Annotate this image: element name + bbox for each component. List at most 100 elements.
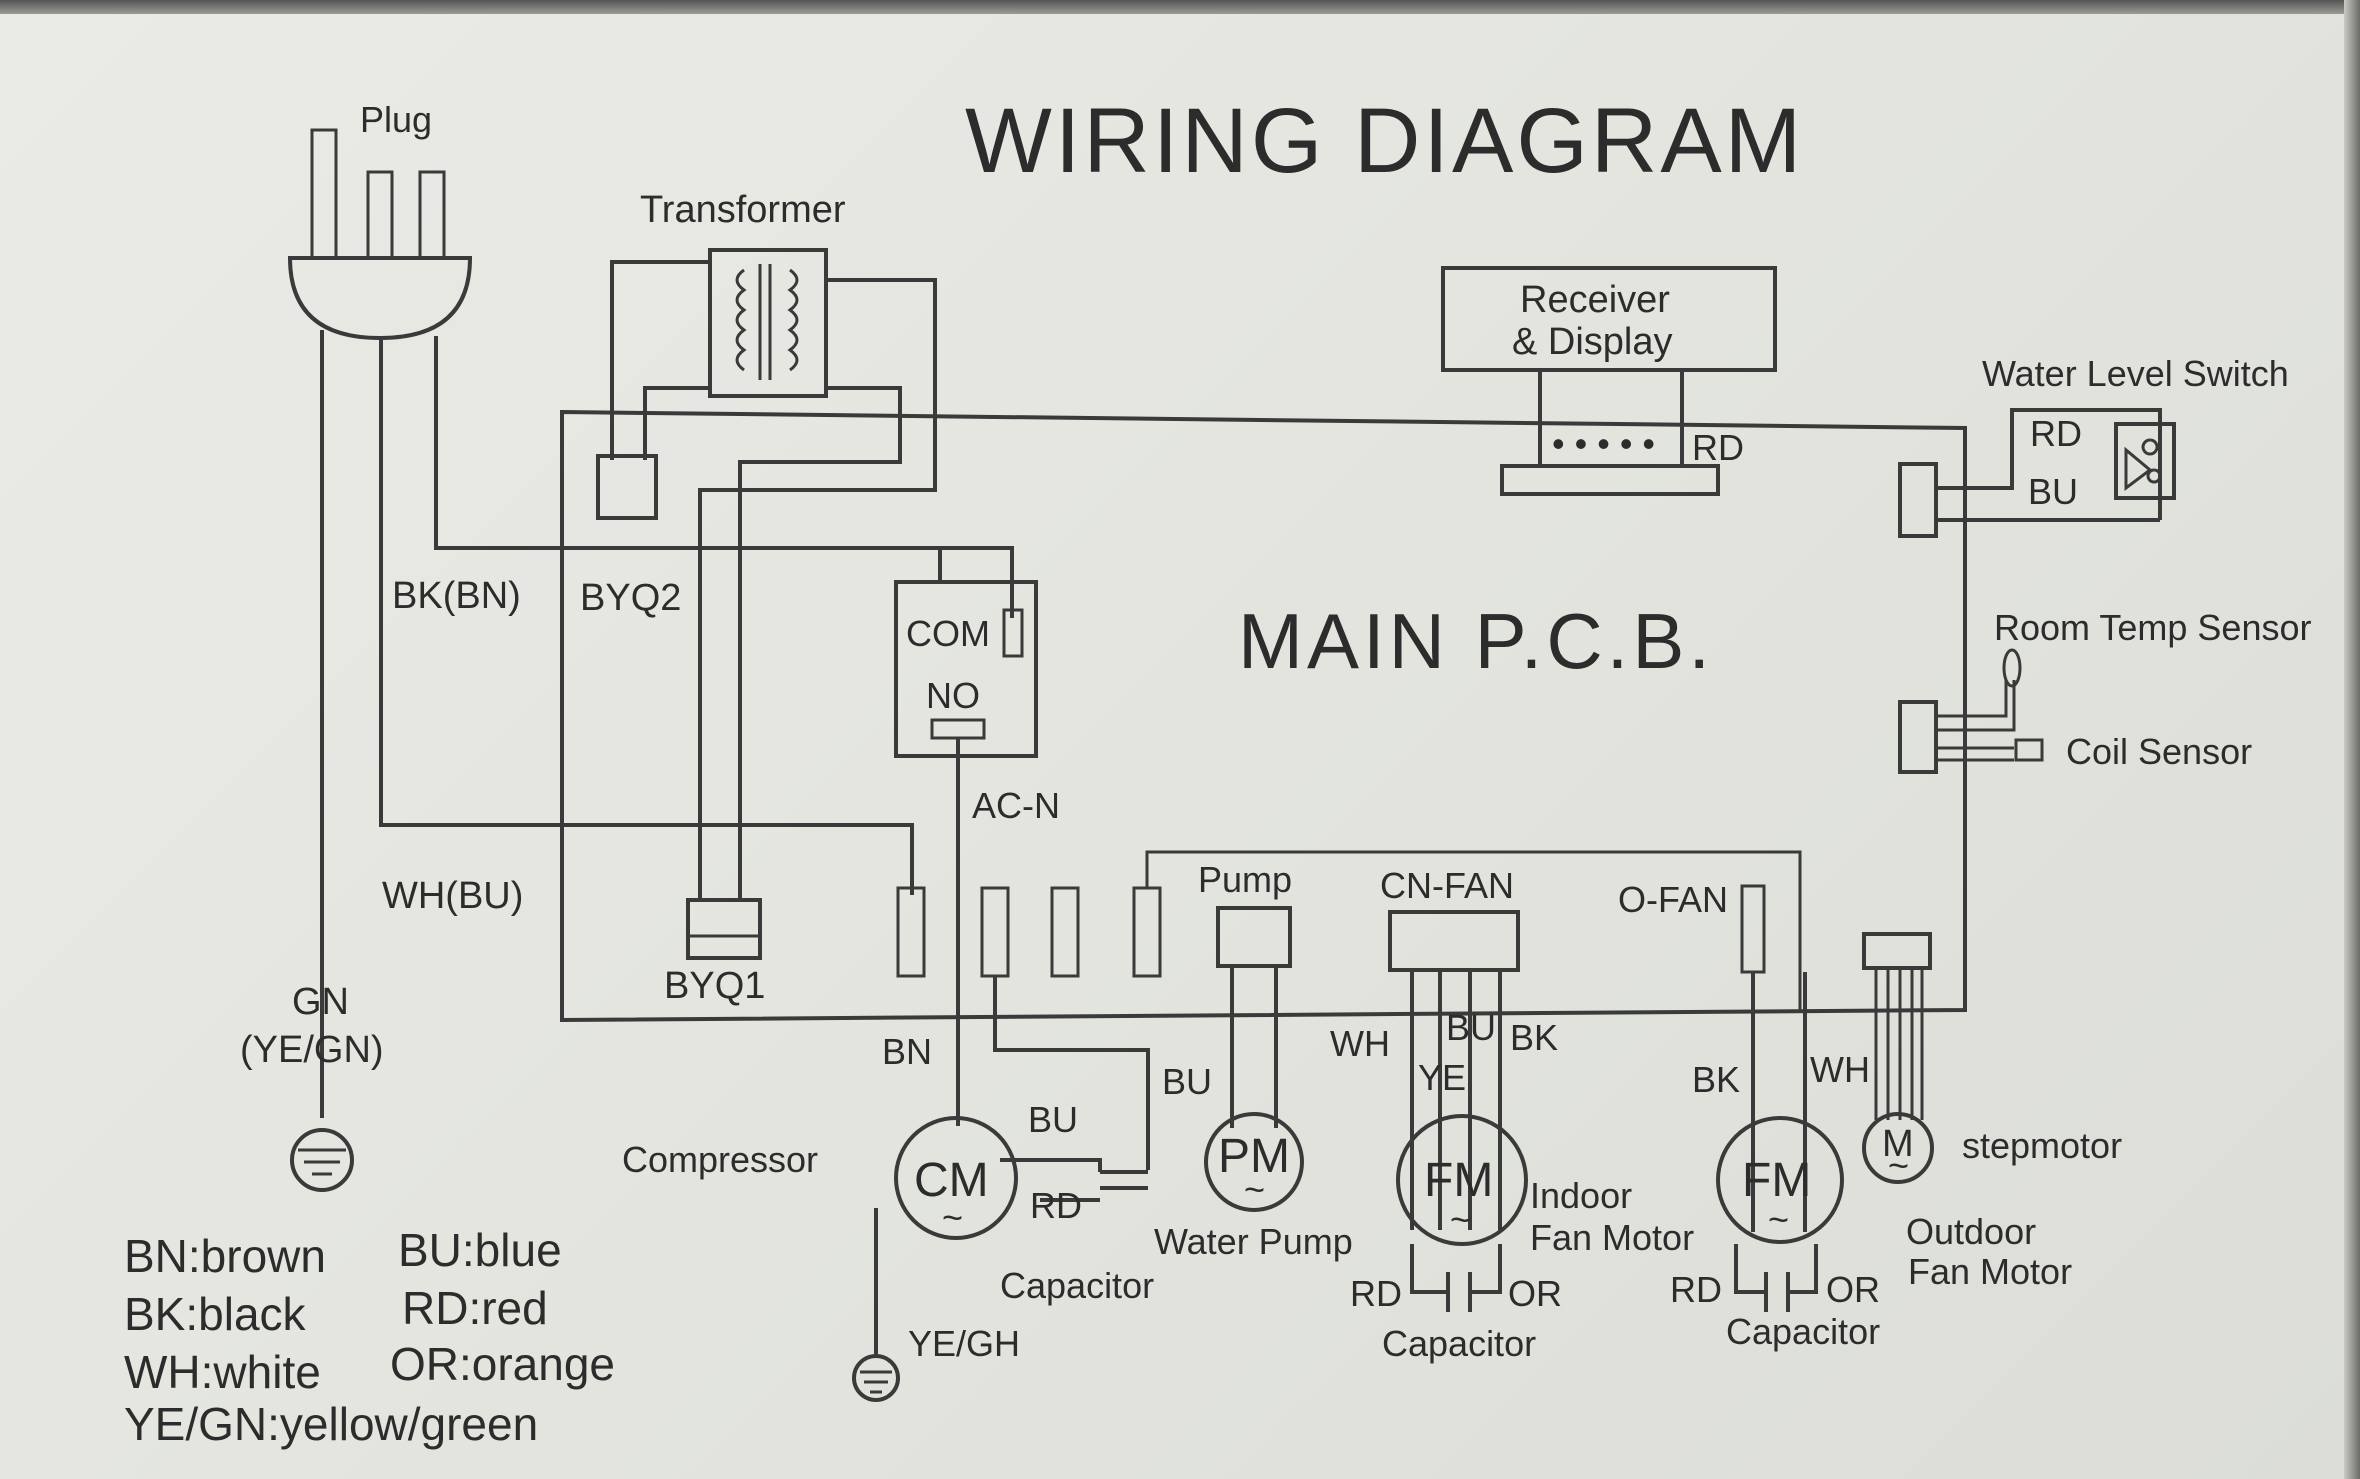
sensor-wires: [1936, 680, 2016, 762]
relay-box: [894, 580, 1038, 758]
m-label: M: [1882, 1123, 1914, 1165]
rd-out-label: RD: [1670, 1269, 1722, 1310]
bu-fan-label: BU: [1446, 1007, 1496, 1048]
m-tilde: ~: [1888, 1145, 1909, 1186]
stepmotor-connector: [1862, 932, 1932, 970]
legend-rd: RD:red: [402, 1282, 548, 1334]
color-legend: BN:brown BU:blue BK:black RD:red WH:whit…: [124, 1224, 615, 1450]
coil-sensor-label: Coil Sensor: [2066, 731, 2252, 772]
receiver-rd-label: RD: [1692, 427, 1744, 468]
legend-wh: WH:white: [124, 1346, 321, 1398]
wh-bu-label: WH(BU): [382, 875, 523, 917]
indoor-fan-wires: [1410, 970, 1502, 1230]
legend-ye-gn: YE/GN:yellow/green: [124, 1398, 538, 1450]
rd-in-label: RD: [1350, 1273, 1402, 1314]
coil-sensor-icon: [2014, 738, 2044, 762]
water-level-switch-icon: [2114, 422, 2176, 500]
compressor-ground-icon: [852, 1354, 900, 1402]
receiver-label-line2: & Display: [1512, 321, 1673, 363]
receiver-connector: [1500, 464, 1720, 496]
byq2-connector: [596, 454, 658, 520]
wls-rd-label: RD: [2030, 413, 2082, 454]
stepmotor-wires: [1874, 968, 1924, 1120]
plug-icon: [287, 128, 473, 341]
outdoor-fan-wires: [1751, 972, 1807, 1232]
cn-fan-label: CN-FAN: [1380, 865, 1514, 906]
wls-wire-rd: [1936, 408, 2162, 520]
pcb-connector-row: [896, 850, 1802, 1010]
receiver-label-line1: Receiver: [1520, 279, 1670, 321]
pm-label: PM: [1218, 1130, 1290, 1183]
byq1-connector: [686, 898, 762, 960]
ye-gn-label: (YE/GN): [240, 1029, 384, 1071]
com-terminal: [1002, 608, 1024, 658]
main-pcb-label: MAIN P.C.B.: [1238, 597, 1714, 685]
room-temp-sensor-icon: [2002, 648, 2022, 688]
compressor-motor-icon: [894, 1116, 1018, 1240]
bu-cm-label: BU: [1028, 1099, 1078, 1140]
com-label: COM: [906, 613, 990, 654]
capacitor-out-label: Capacitor: [1726, 1311, 1880, 1352]
legend-bn: BN:brown: [124, 1230, 326, 1282]
capacitor-in-label: Capacitor: [1382, 1323, 1536, 1364]
compressor-label: Compressor: [622, 1139, 818, 1180]
transformer-wire-1: [610, 260, 710, 460]
pump-connector: [1216, 906, 1292, 968]
receiver-wires: [1538, 370, 1684, 466]
byq1-label: BYQ1: [664, 965, 765, 1007]
stepmotor-icon: [1862, 1112, 1934, 1184]
neutral-wire: [379, 336, 914, 895]
water-pump-motor-icon: [1204, 1112, 1304, 1212]
fm-indoor-tilde: ~: [1450, 1199, 1471, 1240]
outdoor-capacitor-icon: [1734, 1244, 1818, 1312]
indoor-label-line1: Indoor: [1530, 1175, 1632, 1216]
bn-label: BN: [882, 1031, 932, 1072]
no-terminal: [930, 718, 986, 740]
cm-label: CM: [914, 1154, 989, 1207]
room-temp-sensor-label: Room Temp Sensor: [1994, 607, 2311, 648]
or-in-label: OR: [1508, 1273, 1562, 1314]
legend-bk: BK:black: [124, 1288, 307, 1340]
bk-ofan-label: BK: [1692, 1059, 1740, 1100]
receiver-display-box: [1441, 266, 1777, 372]
capacitor-cm-label: Capacitor: [1000, 1265, 1154, 1306]
main-pcb-outline: [560, 409, 1967, 1023]
fm-outdoor-label: FM: [1742, 1154, 1811, 1207]
bk-fan-label: BK: [1510, 1017, 1558, 1058]
byq2-label: BYQ2: [580, 577, 681, 619]
bu-wire-1: [993, 976, 1150, 1170]
stepmotor-label: stepmotor: [1962, 1125, 2122, 1166]
indoor-fan-motor-icon: [1396, 1114, 1528, 1246]
wh-ofan-label: WH: [1810, 1049, 1870, 1090]
ac-n-label: AC-N: [972, 785, 1060, 826]
plug-label: Plug: [360, 99, 432, 140]
wls-bu-label: BU: [2028, 471, 2078, 512]
wh-fan-label: WH: [1330, 1023, 1390, 1064]
water-pump-label: Water Pump: [1154, 1221, 1353, 1262]
receiver-pins: • • • • •: [1552, 423, 1655, 464]
pm-tilde: ~: [1244, 1169, 1265, 1210]
bk-bn-label: BK(BN): [392, 575, 521, 617]
outdoor-label-line1: Outdoor: [1906, 1211, 2036, 1252]
cn-fan-connector: [1388, 910, 1520, 972]
device-frame-top: [0, 0, 2360, 14]
or-out-label: OR: [1826, 1269, 1880, 1310]
bu-pump-label: BU: [1162, 1061, 1212, 1102]
indoor-capacitor-icon: [1410, 1244, 1502, 1312]
rd-cm-label: RD: [1030, 1185, 1082, 1226]
pump-label: Pump: [1198, 859, 1292, 900]
transformer-wire-2: [643, 386, 710, 460]
transformer-wire-4: [738, 386, 902, 900]
fm-indoor-label: FM: [1424, 1154, 1493, 1207]
outdoor-fan-motor-icon: [1716, 1116, 1844, 1244]
wls-connector: [1898, 462, 1938, 538]
ye-gh-label: YE/GH: [908, 1323, 1020, 1364]
device-frame-right: [2344, 0, 2360, 1479]
transformer-icon: [708, 248, 828, 398]
fm-outdoor-tilde: ~: [1768, 1199, 1789, 1240]
live-wire: [434, 336, 1014, 618]
cm-capacitor-icon: [1100, 1170, 1148, 1190]
transformer-wire-3: [698, 278, 937, 900]
